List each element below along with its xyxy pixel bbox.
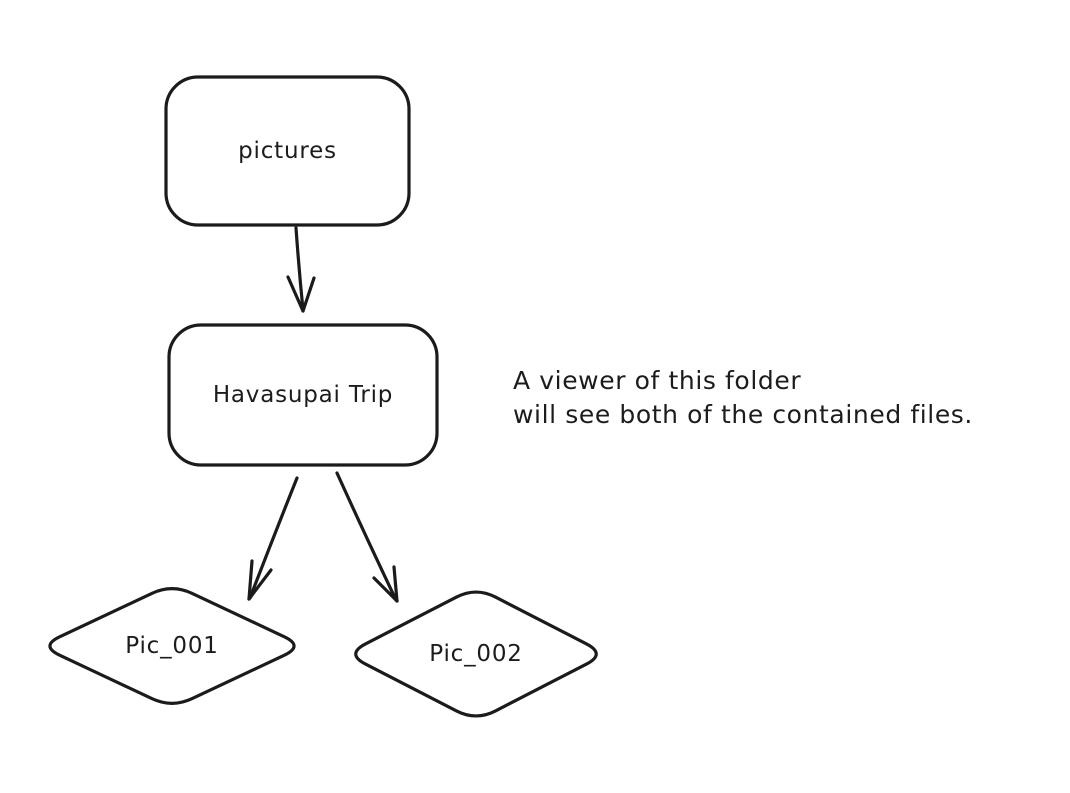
annotation-line-2: will see both of the contained files. — [513, 400, 973, 429]
node-pic-001-shape — [48, 587, 296, 705]
annotation-line-1: A viewer of this folder — [513, 366, 802, 395]
annotation-text: A viewer of this folder will see both of… — [513, 364, 973, 432]
node-pictures-shape — [164, 75, 411, 227]
node-pictures-label: pictures — [238, 138, 337, 164]
node-havasupai-trip-shape — [167, 323, 439, 467]
edge-havasupai-to-pic-002-arrow — [335, 471, 399, 603]
node-pic-002-shape — [354, 590, 598, 718]
node-havasupai-trip-label: Havasupai Trip — [212, 382, 394, 408]
node-pic-002-label: Pic_002 — [429, 641, 523, 667]
edge-havasupai-to-pic-001-arrow — [247, 476, 299, 601]
edge-pictures-to-havasupai-arrow — [286, 226, 316, 313]
node-pic-001-label: Pic_001 — [125, 633, 219, 659]
